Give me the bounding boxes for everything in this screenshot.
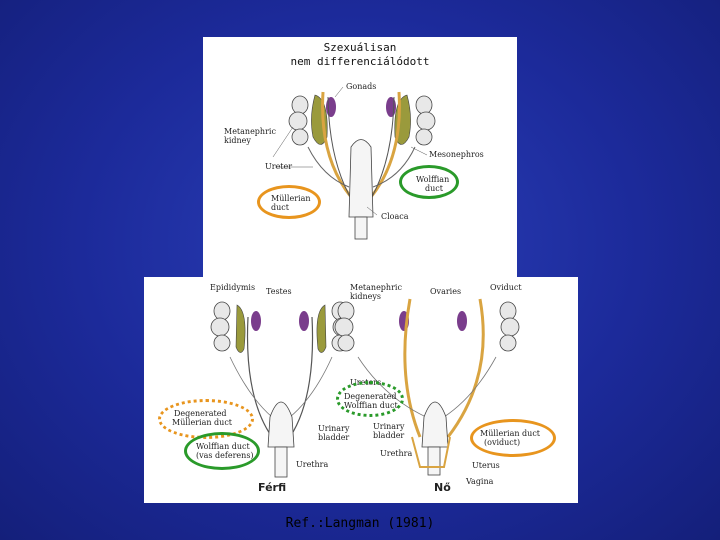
male-left-testis (251, 311, 261, 331)
undifferentiated-panel: Szexuálisan nem differenciálódott (203, 37, 517, 280)
right-gonad (386, 97, 396, 117)
female-right-ovary (457, 311, 467, 331)
left-gonad (326, 97, 336, 117)
male-urethra (274, 446, 288, 478)
female-label: Nő (434, 481, 451, 494)
panel-title-line-2: nem differenciálódott (290, 55, 430, 68)
female-right-kidney (499, 301, 520, 352)
label-bladder-female: bladder (373, 431, 405, 440)
female-bladder (421, 401, 449, 448)
left-kidney (288, 95, 309, 146)
label-mesonephros: Mesonephros (429, 150, 484, 159)
label-gonads: Gonads (346, 82, 377, 91)
male-right-testis (299, 311, 309, 331)
male-bladder (267, 401, 295, 448)
label-urinary-bladder-male: Urinary (318, 424, 350, 433)
reference-citation: Ref.:Langman (1981) (285, 516, 435, 531)
label-bladder-male: bladder (318, 433, 350, 442)
label-metanephric: Metanephric (350, 283, 402, 292)
mullerian-oviduct-highlight (470, 419, 556, 457)
female-urethra (427, 446, 441, 476)
panel-title-line-1: Szexuálisan (323, 41, 397, 54)
label-urethra-male: Urethra (296, 460, 329, 469)
male-label: Férfi (258, 481, 287, 494)
label-ureter: Ureter (265, 162, 293, 171)
label-urinary-bladder-female: Urinary (373, 422, 405, 431)
male-left-kidney (210, 301, 231, 352)
undifferentiated-anatomy-drawing (272, 86, 436, 240)
right-kidney (415, 95, 436, 146)
label-kidney: kidney (224, 136, 251, 145)
label-uterus: Uterus (472, 461, 500, 470)
label-urethra-female: Urethra (380, 449, 413, 458)
mullerian-duct-highlight (257, 185, 321, 219)
label-oviduct: Oviduct (490, 283, 522, 292)
label-ovaries: Ovaries (430, 287, 462, 296)
label-vagina: Vagina (466, 477, 494, 486)
cloaca (348, 139, 374, 218)
wolffian-vas-deferens-highlight (184, 432, 260, 470)
differentiated-anatomy-drawing (210, 298, 520, 478)
label-cloaca: Cloaca (381, 212, 409, 221)
label-metanephric: Metanephric (224, 127, 276, 136)
label-kidneys: kidneys (350, 292, 382, 301)
wolffian-duct-highlight (399, 165, 459, 199)
label-epididymis: Epididymis (210, 283, 256, 292)
label-testes: Testes (266, 287, 292, 296)
female-left-kidney (334, 301, 355, 352)
differentiated-panel: Epididymis Testes Metanephric kidneys Ov… (144, 277, 578, 503)
degenerated-wolffian-highlight (336, 381, 404, 417)
